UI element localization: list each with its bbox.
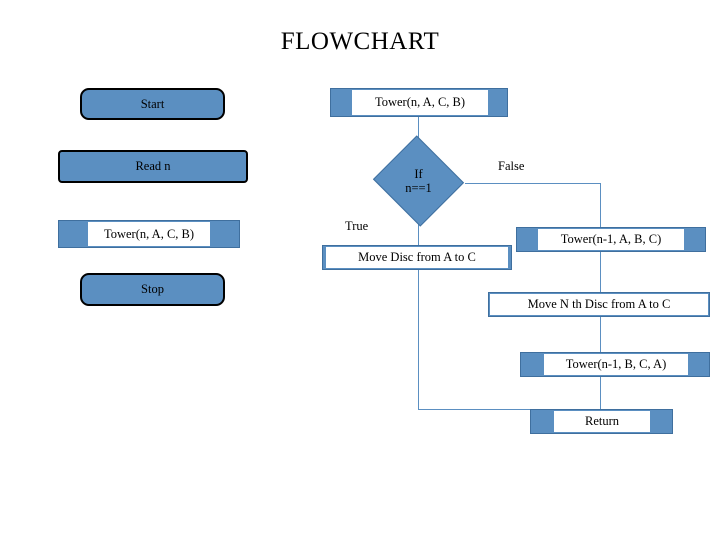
page-title: FLOWCHART (280, 28, 440, 55)
connector-false-down (600, 183, 601, 227)
node-decision[interactable]: If n==1 (372, 135, 465, 227)
node-tower-n1-bca-plate: Tower(n-1, B, C, A) (544, 354, 688, 375)
connector-right-chain-2 (600, 317, 601, 352)
connector-true-branch (418, 212, 419, 245)
decision-label-line1: If (414, 167, 423, 181)
node-move-nth-disc-label: Move N th Disc from A to C (527, 297, 671, 312)
node-move-nth-disc-plate: Move N th Disc from A to C (490, 294, 708, 315)
node-stop[interactable]: Stop (80, 273, 225, 306)
node-read-n[interactable]: Read n (58, 150, 248, 183)
node-tower-call-left-label: Tower(n, A, C, B) (103, 226, 195, 241)
node-read-n-label: Read n (135, 159, 171, 173)
connector-move-disc-to-return (418, 409, 600, 410)
connector-header-to-decision (418, 117, 419, 153)
node-start[interactable]: Start (80, 88, 225, 120)
label-false-branch: False (498, 159, 525, 173)
node-move-disc-label: Move Disc from A to C (358, 250, 476, 265)
node-tower-header-label: Tower(n, A, C, B) (374, 95, 466, 110)
node-tower-n1-bca-label: Tower(n-1, B, C, A) (565, 357, 667, 372)
node-tower-header-plate: Tower(n, A, C, B) (352, 90, 488, 115)
node-return-plate: Return (554, 411, 650, 432)
node-move-disc-plate: Move Disc from A to C (326, 247, 508, 268)
label-true-branch: True (345, 219, 369, 233)
node-return-label: Return (584, 414, 620, 429)
connector-move-disc-down (418, 270, 419, 409)
node-tower-call-left-plate: Tower(n, A, C, B) (88, 222, 210, 246)
decision-label-line2: n==1 (405, 181, 432, 195)
connector-right-chain-3 (600, 377, 601, 409)
connector-right-chain-1 (600, 252, 601, 292)
decision-label: If n==1 (385, 150, 452, 212)
connector-false-branch (465, 183, 600, 184)
node-start-label: Start (140, 96, 165, 111)
node-tower-n1-abc-label: Tower(n-1, A, B, C) (560, 232, 662, 247)
node-stop-label: Stop (141, 282, 164, 296)
node-tower-n1-abc-plate: Tower(n-1, A, B, C) (538, 229, 684, 250)
